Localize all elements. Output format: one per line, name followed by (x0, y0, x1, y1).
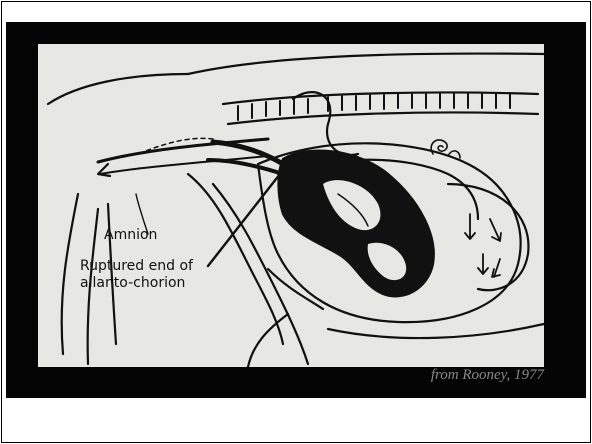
spine-lower (228, 112, 538, 124)
slide: Amnion Ruptured end of allanto-chorion f… (6, 22, 586, 398)
arrow-4 (492, 259, 500, 277)
hind-leg (188, 174, 283, 344)
label-ruptured-line1: Ruptured end of (80, 258, 193, 275)
mare-back-outline (188, 54, 544, 74)
label-amnion: Amnion (104, 227, 157, 244)
arrow-3 (478, 254, 488, 274)
mare-foaling-illustration (38, 44, 544, 367)
spine-upper (223, 92, 538, 104)
label-ruptured-end: Ruptured end of allanto-chorion (80, 258, 193, 292)
arrow-2 (490, 219, 501, 241)
label-ruptured-line2: allanto-chorion (80, 275, 193, 292)
source-credit: from Rooney, 1977 (431, 367, 544, 384)
allantoic-chamber (448, 184, 528, 290)
mare-rump-outline (48, 74, 188, 104)
arrow-1 (465, 214, 475, 239)
abdomen-outline (328, 324, 544, 338)
pointer-line (208, 174, 280, 266)
illustration-panel: Amnion Ruptured end of allanto-chorion (38, 44, 544, 367)
